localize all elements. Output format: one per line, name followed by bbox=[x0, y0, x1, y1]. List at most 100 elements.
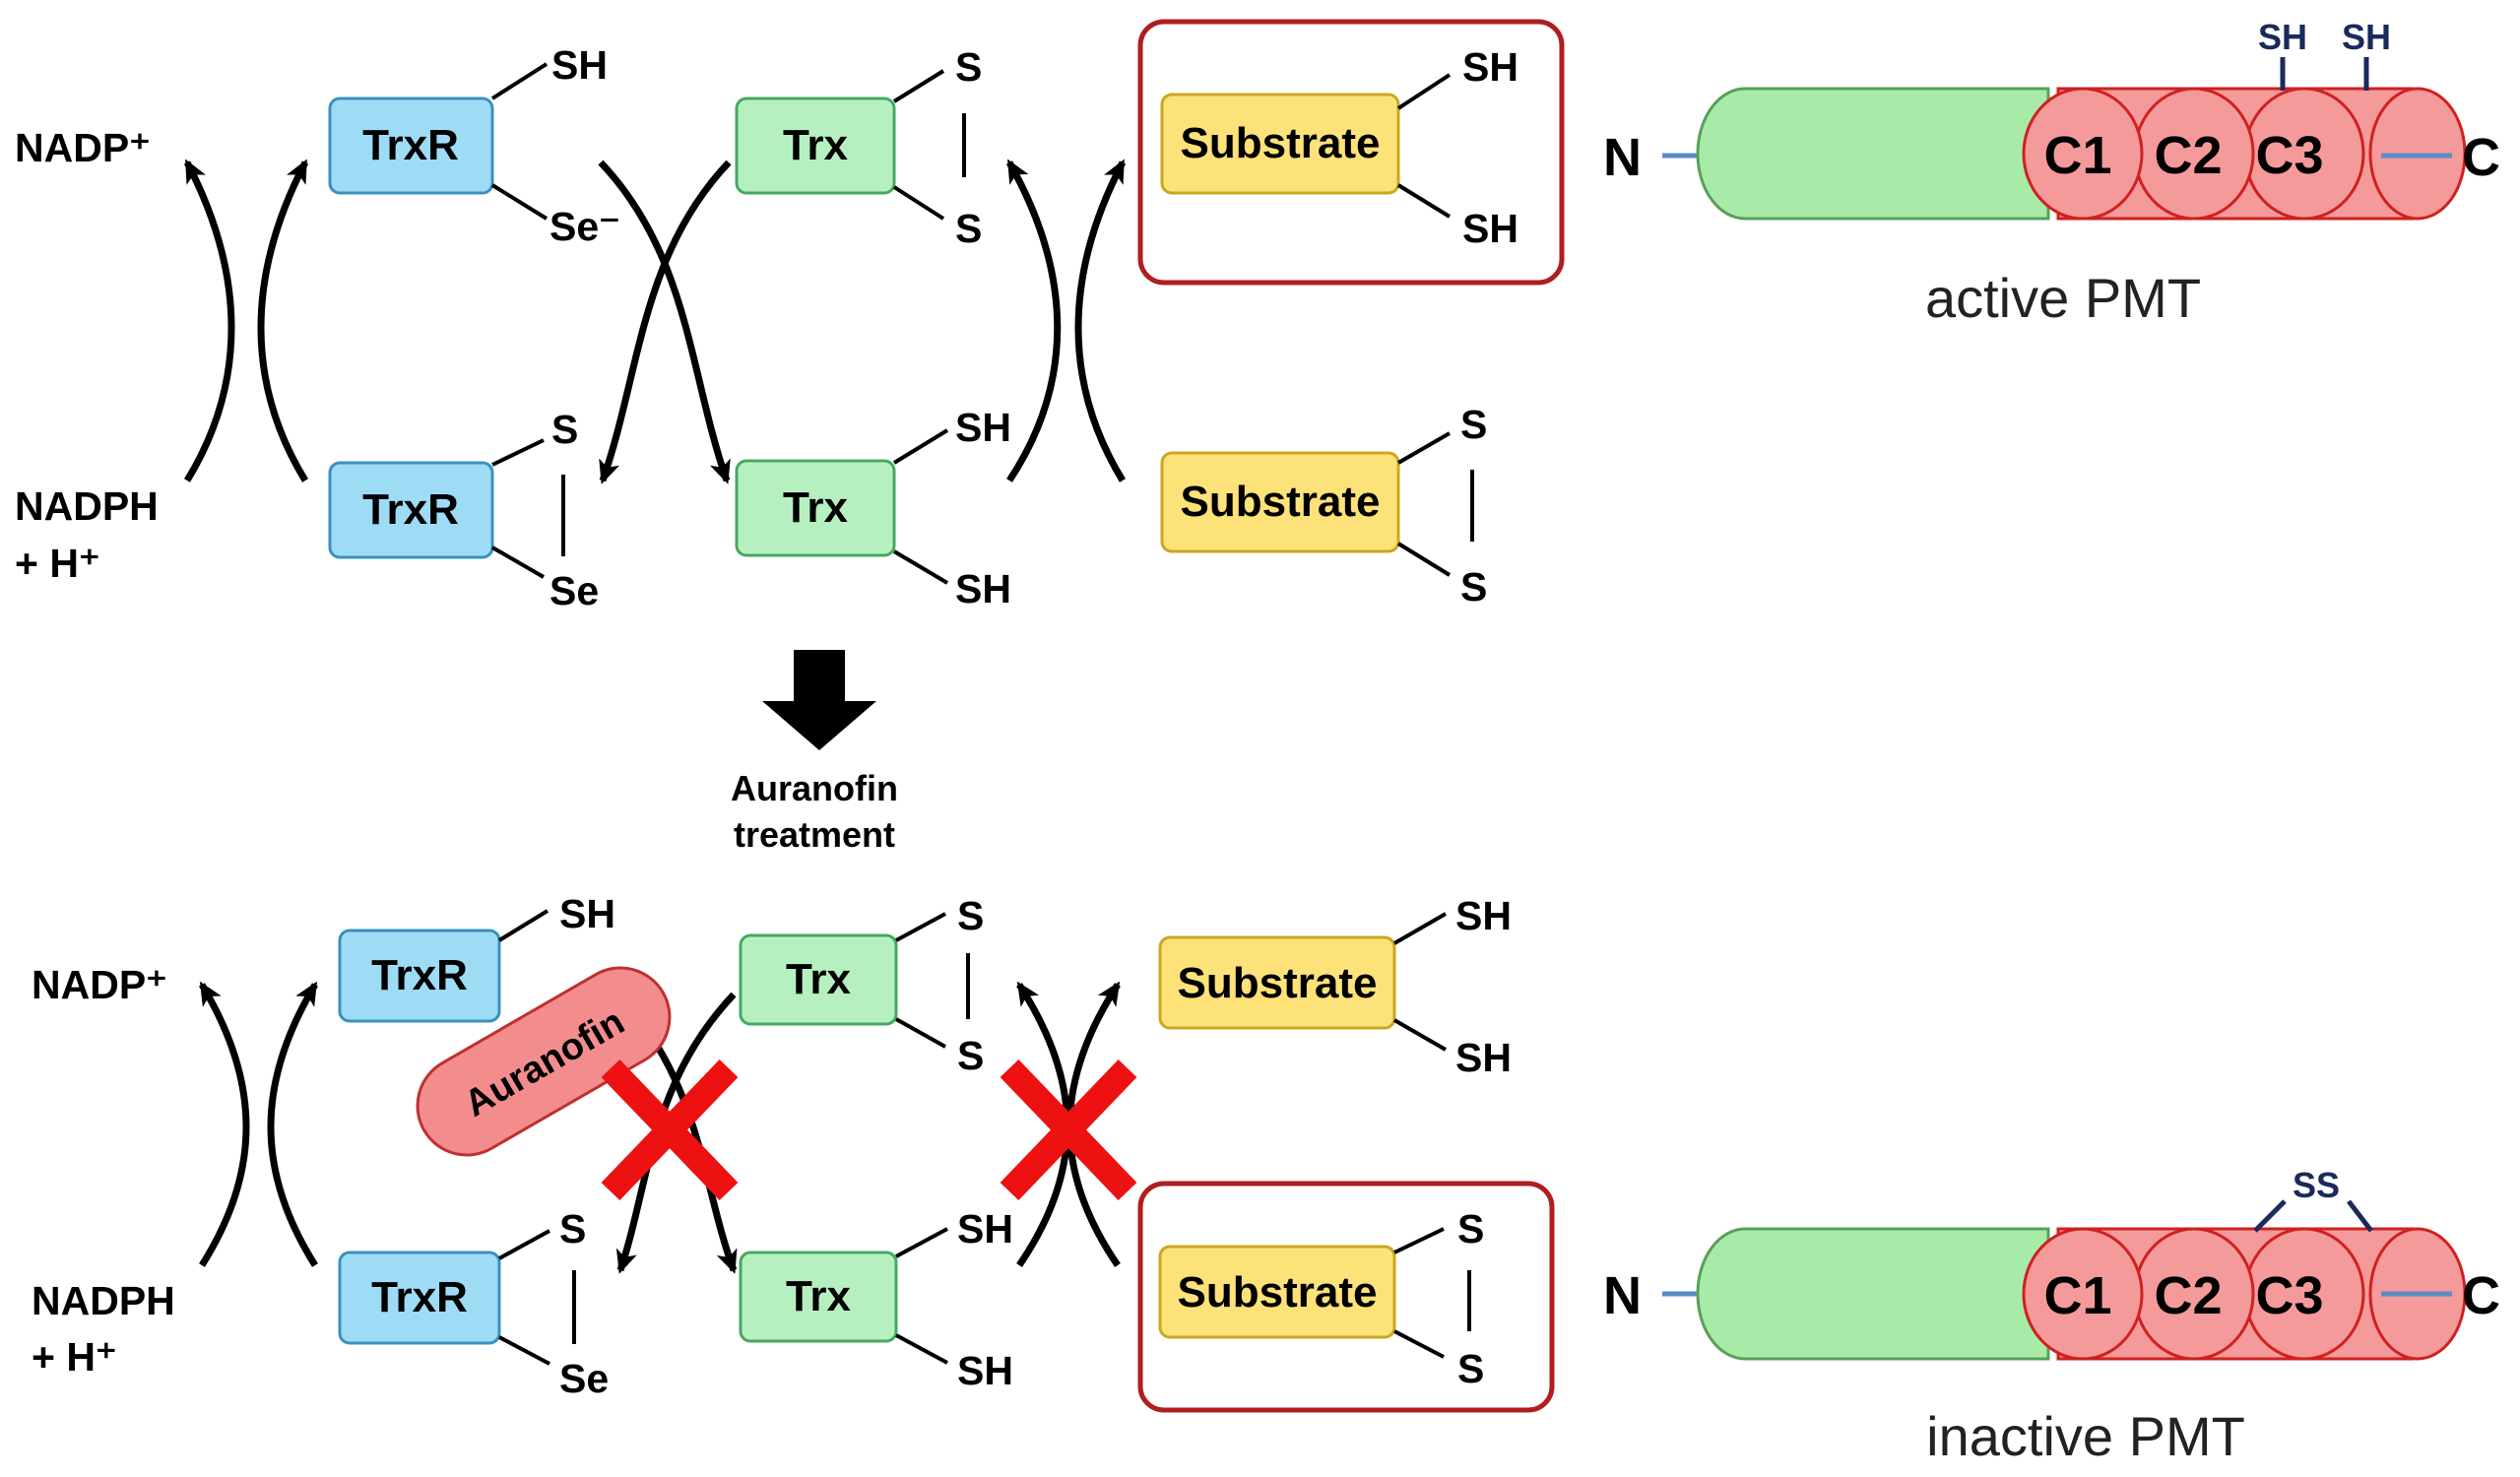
auranofin-shape bbox=[416, 966, 672, 1157]
trxr-box bbox=[338, 929, 501, 1023]
treatment-line2: treatment bbox=[734, 814, 895, 855]
nadph-label: NADPH bbox=[32, 1278, 175, 1323]
substrate-box bbox=[1158, 935, 1396, 1030]
atom-sh: SH bbox=[955, 566, 1011, 611]
nadph-label: NADPH bbox=[15, 483, 159, 529]
atom-s: S bbox=[955, 44, 982, 90]
nadp-plus-label: NADP⁺ bbox=[15, 125, 151, 170]
domain-label: C2 bbox=[2154, 126, 2222, 185]
redox-cross-arrows-3 bbox=[1005, 159, 1127, 482]
trxr-oxidized: TrxR SH bbox=[338, 891, 615, 1023]
pmt-n-domain bbox=[1696, 1227, 2050, 1361]
substrate-label: Substrate bbox=[1178, 1268, 1378, 1316]
atom-sh: SH bbox=[559, 891, 615, 936]
highlight-box bbox=[1137, 1181, 1555, 1413]
substrate-label: Substrate bbox=[1181, 478, 1381, 526]
redox-cross-arrows-2 bbox=[598, 160, 732, 484]
trxr-box bbox=[328, 461, 494, 559]
thiol-label: SH bbox=[2342, 17, 2391, 57]
atom-s: S bbox=[955, 206, 982, 251]
atom-sh: SH bbox=[1455, 893, 1512, 938]
atom-sh: SH bbox=[955, 405, 1011, 450]
domain-label: C3 bbox=[2255, 1266, 2323, 1325]
h-plus-label: + H⁺ bbox=[15, 541, 100, 586]
atom-sh: SH bbox=[551, 42, 608, 88]
trx-label: Trx bbox=[786, 955, 852, 1003]
atom-se: Se bbox=[549, 568, 599, 613]
red-x-icon bbox=[601, 1059, 739, 1201]
substrate-label: Substrate bbox=[1178, 959, 1378, 1007]
atom-s: S bbox=[957, 893, 984, 938]
atom-sh: SH bbox=[1462, 44, 1518, 90]
domain-label: C2 bbox=[2154, 1266, 2222, 1325]
trxr-box bbox=[328, 96, 494, 195]
trx-reduced: Trx SH SH bbox=[735, 405, 1011, 611]
trx-oxidized: Trx S S bbox=[735, 44, 982, 251]
atom-sh: SH bbox=[957, 1348, 1013, 1393]
atom-s: S bbox=[957, 1033, 984, 1078]
trx-oxidized: Trx S S bbox=[739, 893, 984, 1078]
inactive-pmt-caption: inactive PMT bbox=[1926, 1405, 2245, 1467]
atom-s: S bbox=[1457, 1346, 1484, 1391]
c-terminus-label: C bbox=[2462, 1266, 2500, 1325]
atom-sh: SH bbox=[1455, 1035, 1512, 1080]
h-plus-label: + H⁺ bbox=[32, 1334, 117, 1380]
red-x-icon bbox=[1000, 1059, 1137, 1201]
highlight-box bbox=[1137, 19, 1565, 286]
substrate-oxidized: Substrate S S bbox=[1160, 402, 1487, 610]
substrate-reduced: Substrate SH SH bbox=[1160, 44, 1518, 251]
trx-box bbox=[735, 96, 896, 195]
atom-s: S bbox=[551, 407, 578, 452]
atom-s: S bbox=[559, 1206, 586, 1252]
trx-label: Trx bbox=[786, 1272, 852, 1320]
trx-box bbox=[739, 933, 898, 1026]
treatment-line1: Auranofin bbox=[731, 768, 898, 808]
domain-label: C1 bbox=[2043, 126, 2111, 185]
active-pmt-caption: active PMT bbox=[1925, 267, 2201, 329]
trxr-label: TrxR bbox=[362, 485, 459, 534]
n-terminus-label: N bbox=[1603, 1266, 1642, 1325]
trxr-oxidized: TrxR SH Se⁻ bbox=[328, 42, 620, 249]
substrate-oxidized: Substrate S S bbox=[1158, 1206, 1484, 1391]
treatment-step: Auranofin treatment bbox=[731, 650, 898, 855]
pmt-c-domains bbox=[2022, 1227, 2467, 1361]
trx-box bbox=[735, 459, 896, 557]
active-pmt: N C1 C2 C3 C SH SH active PMT bbox=[1603, 17, 2500, 329]
substrate-box bbox=[1160, 451, 1400, 553]
atom-sh: SH bbox=[957, 1206, 1013, 1252]
trx-box bbox=[739, 1251, 898, 1343]
domain-label: C3 bbox=[2255, 126, 2323, 185]
atom-sh: SH bbox=[1462, 206, 1518, 251]
c-terminus-label: C bbox=[2462, 128, 2500, 187]
trxr-reduced: TrxR S Se bbox=[328, 407, 599, 613]
atom-s: S bbox=[1460, 564, 1487, 610]
top-panel: NADP⁺ NADPH + H⁺ TrxR SH Se⁻ TrxR S Se bbox=[15, 19, 1565, 613]
substrate-box bbox=[1158, 1245, 1396, 1339]
disulfide-label: SS bbox=[2293, 1165, 2340, 1205]
redox-cross-arrows-1 bbox=[183, 159, 309, 482]
trxr-reduced: TrxR S Se bbox=[338, 1206, 609, 1401]
n-terminus-label: N bbox=[1603, 128, 1642, 187]
trxr-box bbox=[338, 1251, 501, 1345]
bottom-panel: NADP⁺ NADPH + H⁺ TrxR SH TrxR S Se bbox=[32, 891, 1555, 1413]
trx-label: Trx bbox=[783, 121, 849, 169]
trxr-label: TrxR bbox=[371, 1273, 468, 1321]
atom-se: Se bbox=[559, 1356, 609, 1401]
substrate-box bbox=[1160, 93, 1400, 195]
atom-se-minus: Se⁻ bbox=[549, 204, 620, 249]
pmt-n-domain bbox=[1696, 87, 2050, 221]
trx-reduced: Trx SH SH bbox=[739, 1206, 1013, 1393]
nadp-plus-label: NADP⁺ bbox=[32, 962, 167, 1007]
down-arrow-icon bbox=[762, 650, 876, 750]
thiol-label: SH bbox=[2258, 17, 2307, 57]
substrate-label: Substrate bbox=[1181, 119, 1381, 167]
substrate-reduced: Substrate SH SH bbox=[1158, 893, 1512, 1080]
trxr-label: TrxR bbox=[371, 951, 468, 999]
redox-cross-arrows-1 bbox=[198, 981, 319, 1267]
trxr-label: TrxR bbox=[362, 121, 459, 169]
atom-s: S bbox=[1460, 402, 1487, 447]
inactive-pmt: N C1 C2 C3 C SS inactive PMT bbox=[1603, 1165, 2500, 1467]
domain-label: C1 bbox=[2043, 1266, 2111, 1325]
trx-label: Trx bbox=[783, 483, 849, 532]
atom-s: S bbox=[1457, 1206, 1484, 1252]
